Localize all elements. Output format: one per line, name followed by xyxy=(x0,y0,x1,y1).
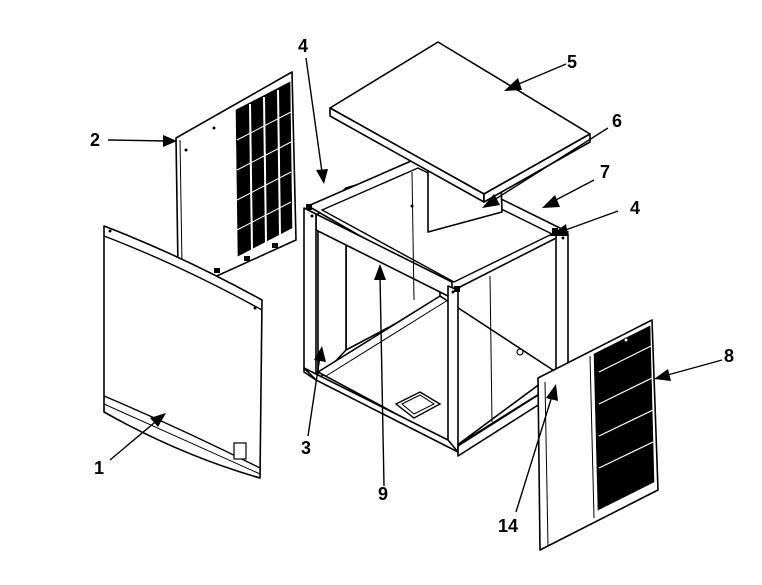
leader-lines xyxy=(107,57,723,513)
front-panel xyxy=(103,225,263,479)
callout-14: 14 xyxy=(498,516,518,536)
right-side-panel xyxy=(537,319,659,551)
callout-3: 3 xyxy=(301,438,311,458)
right-louver-slots xyxy=(598,345,654,469)
top-panel xyxy=(329,41,591,203)
left-side-panel xyxy=(175,71,297,281)
callout-1: 1 xyxy=(94,458,104,478)
callout-4-top: 4 xyxy=(298,36,308,56)
callout-4-right: 4 xyxy=(630,198,640,218)
callout-5: 5 xyxy=(567,52,577,72)
left-louver-slots xyxy=(236,89,292,251)
callout-8: 8 xyxy=(724,346,734,366)
callout-9: 9 xyxy=(378,484,388,504)
callout-labels: 1 2 3 4 4 5 6 7 8 9 14 xyxy=(90,36,734,536)
callout-7: 7 xyxy=(600,162,610,182)
callout-2: 2 xyxy=(90,130,100,150)
callout-6: 6 xyxy=(612,111,622,131)
